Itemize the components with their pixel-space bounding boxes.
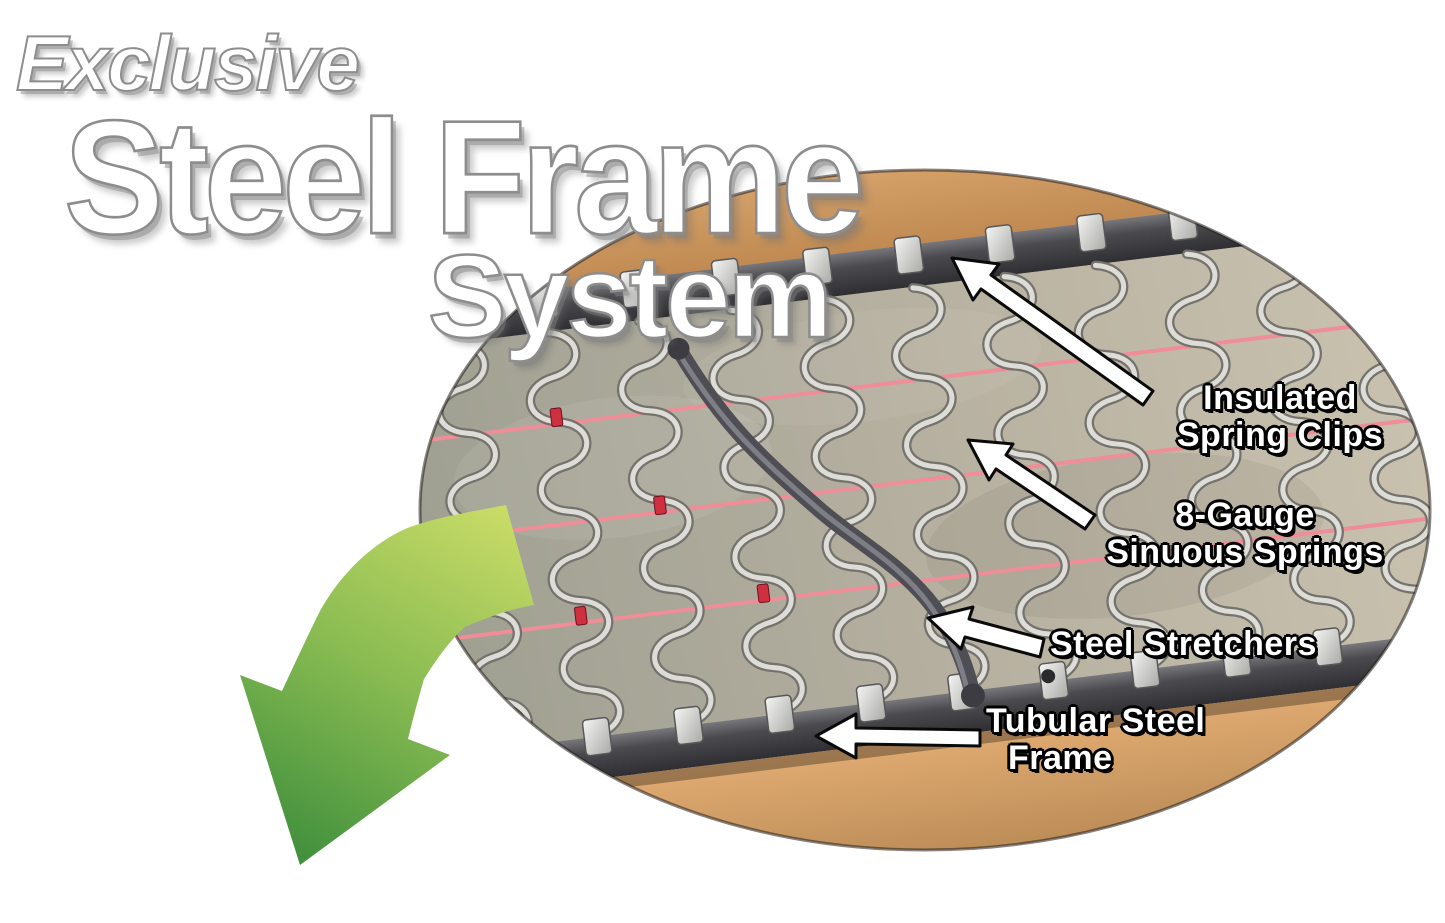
callout-insulated-spring-clips: Insulated Spring Clips — [1150, 380, 1410, 453]
callout-tubular-steel-frame: Tubular Steel Frame — [986, 703, 1266, 776]
title-main: Steel Frame — [63, 86, 866, 268]
title-kicker: Exclusive — [15, 19, 361, 107]
pointer-arrow-steel-stretchers — [926, 605, 1046, 659]
callout-line: Frame — [1008, 738, 1113, 777]
tubular-steel-frame-rail-bottom — [420, 618, 1430, 807]
callout-line: Spring Clips — [1176, 415, 1384, 454]
pointer-arrow-sinuous-springs — [966, 438, 1097, 531]
pointer-arrow-spring-clips — [950, 256, 1155, 407]
pointer-arrow-tubular-frame — [814, 712, 982, 760]
spring-deck — [420, 213, 1430, 765]
title-sub: System — [427, 231, 834, 363]
callout-line: Sinuous Springs — [1106, 532, 1384, 571]
frame-hole — [1041, 669, 1056, 684]
oval-rim — [418, 168, 1432, 852]
callout-steel-stretchers: Steel Stretchers — [1050, 626, 1390, 663]
callout-sinuous-springs: 8-Gauge Sinuous Springs — [1080, 497, 1410, 570]
callout-line: Insulated — [1203, 379, 1357, 417]
wood-rail-bottom — [420, 660, 1430, 850]
callout-line: Tubular Steel — [986, 702, 1206, 740]
callout-line: Steel Stretchers — [1050, 625, 1317, 663]
green-curved-arrow — [240, 505, 534, 865]
callout-line: 8-Gauge — [1175, 496, 1315, 534]
